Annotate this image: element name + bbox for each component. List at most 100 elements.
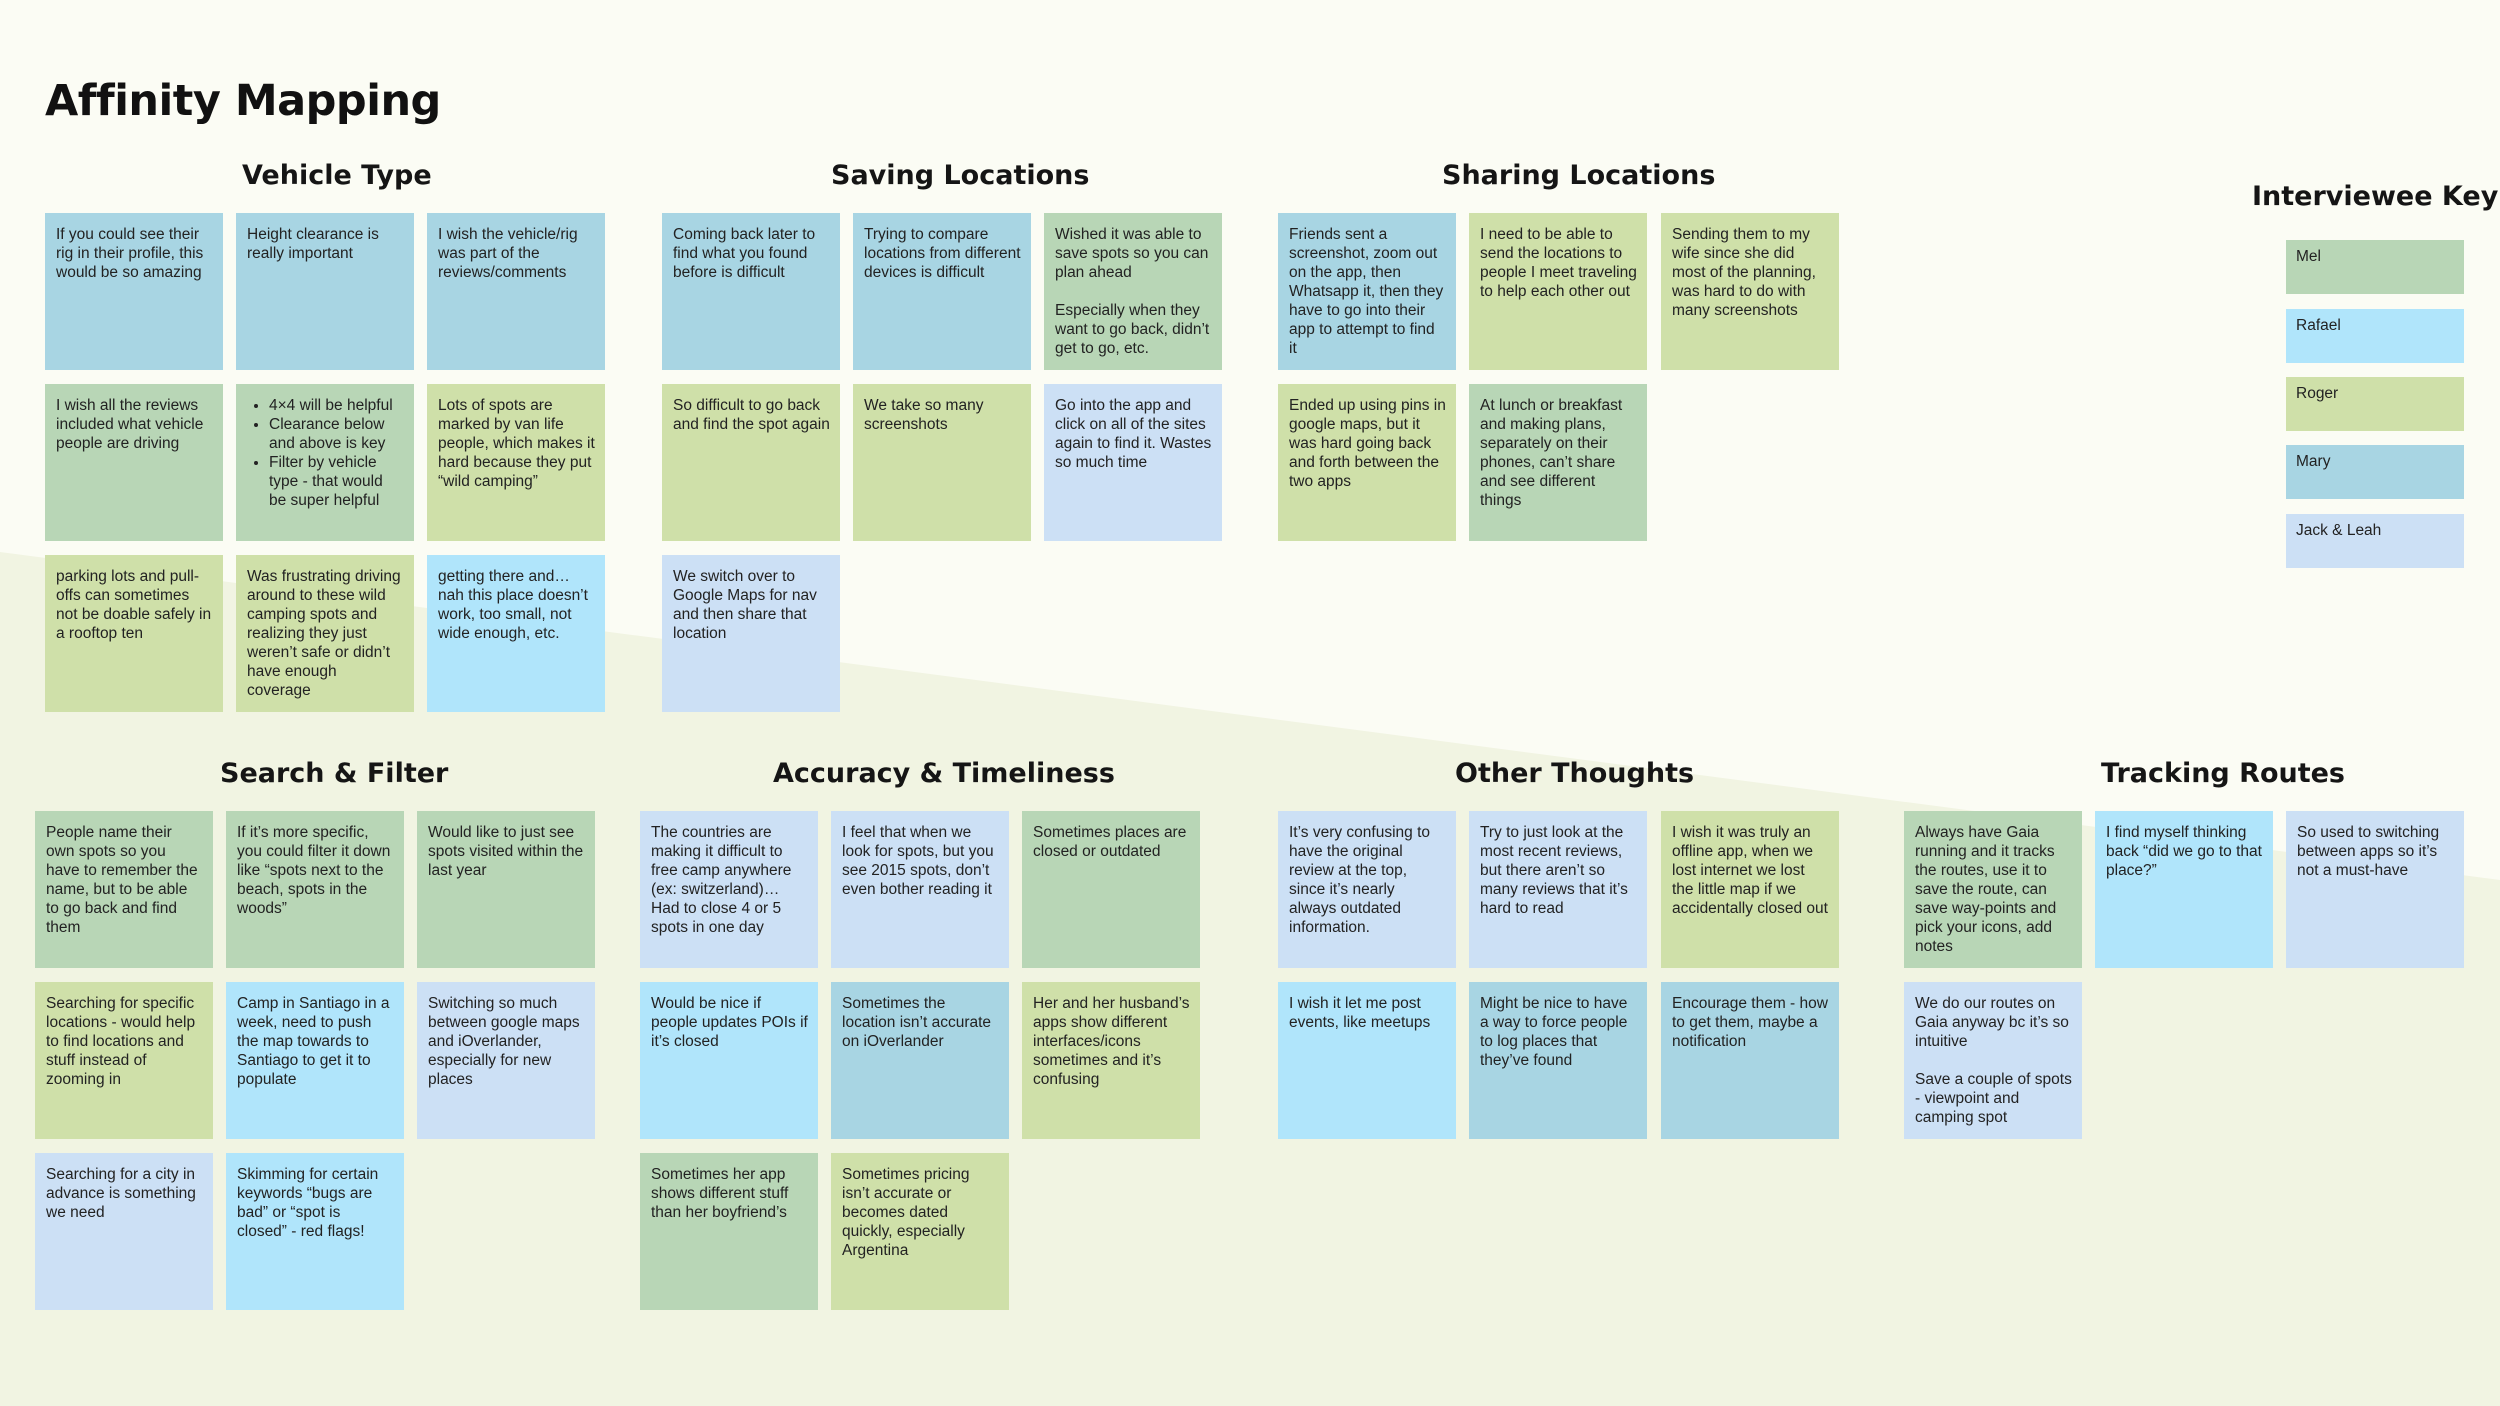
sticky-note[interactable]: So difficult to go back and find the spo… [662,384,840,541]
note-text: Coming back later to find what you found… [673,226,816,281]
sticky-note[interactable]: Would like to just see spots visited wit… [417,811,595,968]
note-text: I wish the vehicle/rig was part of the r… [438,226,578,281]
note-text: Skimming for certain keywords “bugs are … [237,1166,379,1240]
note-text: getting there and… nah this place doesn’… [438,568,588,642]
note-text: I find myself thinking back “did we go t… [2106,824,2262,879]
note-text: We do our routes on Gaia anyway bc it’s … [1915,995,2072,1126]
interviewee-key-heading: Interviewee Key [2252,181,2499,212]
key-swatch-mary: Mary [2286,445,2464,499]
sticky-note[interactable]: Always have Gaia running and it tracks t… [1904,811,2082,968]
note-text: I wish it was truly an offline app, when… [1672,824,1828,917]
note-text: Might be nice to have a way to force peo… [1480,995,1628,1069]
key-label: Roger [2296,385,2339,402]
group-heading-sharing-locations: Sharing Locations [1442,160,1716,191]
sticky-note[interactable]: If it’s more specific, you could filter … [226,811,404,968]
note-text: Sometimes places are closed or outdated [1033,824,1187,860]
note-text: Friends sent a screenshot, zoom out on t… [1289,226,1444,357]
sticky-note[interactable]: At lunch or breakfast and making plans, … [1469,384,1647,541]
note-text: Her and her husband’s apps show differen… [1033,995,1190,1088]
key-label: Jack & Leah [2296,522,2382,539]
page-title: Affinity Mapping [45,76,441,126]
sticky-note[interactable]: I wish the vehicle/rig was part of the r… [427,213,605,370]
sticky-note[interactable]: Sometimes the location isn’t accurate on… [831,982,1009,1139]
note-text: Ended up using pins in google maps, but … [1289,397,1446,490]
sticky-note[interactable]: Trying to compare locations from differe… [853,213,1031,370]
sticky-note[interactable]: Skimming for certain keywords “bugs are … [226,1153,404,1310]
sticky-note[interactable]: I find myself thinking back “did we go t… [2095,811,2273,968]
group-heading-saving-locations: Saving Locations [831,160,1090,191]
sticky-note[interactable]: Her and her husband’s apps show differen… [1022,982,1200,1139]
note-text: Camp in Santiago in a week, need to push… [237,995,390,1088]
group-heading-accuracy-timeliness: Accuracy & Timeliness [773,758,1115,789]
sticky-note[interactable]: Lots of spots are marked by van life peo… [427,384,605,541]
sticky-note[interactable]: People name their own spots so you have … [35,811,213,968]
note-text: Sending them to my wife since she did mo… [1672,226,1816,319]
sticky-note[interactable]: I feel that when we look for spots, but … [831,811,1009,968]
note-text: I wish it let me post events, like meetu… [1289,995,1431,1031]
note-text: At lunch or breakfast and making plans, … [1480,397,1623,509]
sticky-note[interactable]: Encourage them - how to get them, maybe … [1661,982,1839,1139]
note-text: Trying to compare locations from differe… [864,226,1021,281]
note-text: Sometimes the location isn’t accurate on… [842,995,992,1050]
note-text: Try to just look at the most recent revi… [1480,824,1628,917]
sticky-note[interactable]: It’s very confusing to have the original… [1278,811,1456,968]
note-text: It’s very confusing to have the original… [1289,824,1431,936]
sticky-note[interactable]: We take so many screenshots [853,384,1031,541]
sticky-note[interactable]: Ended up using pins in google maps, but … [1278,384,1456,541]
note-text: People name their own spots so you have … [46,824,198,936]
key-swatch-roger: Roger [2286,377,2464,431]
note-text: Would like to just see spots visited wit… [428,824,584,879]
sticky-note[interactable]: Camp in Santiago in a week, need to push… [226,982,404,1139]
sticky-note[interactable]: Was frustrating driving around to these … [236,555,414,712]
note-text: Height clearance is really important [247,226,379,262]
sticky-note[interactable]: Searching for specific locations - would… [35,982,213,1139]
note-text: Wished it was able to save spots so you … [1055,226,1210,357]
sticky-note[interactable]: I wish it let me post events, like meetu… [1278,982,1456,1139]
sticky-note[interactable]: Sometimes her app shows different stuff … [640,1153,818,1310]
sticky-note[interactable]: Try to just look at the most recent revi… [1469,811,1647,968]
note-text: Was frustrating driving around to these … [247,568,401,699]
note-text: If it’s more specific, you could filter … [237,824,391,917]
note-bullet-list: 4×4 will be helpful Clearance below and … [247,396,404,510]
sticky-note[interactable]: Height clearance is really important [236,213,414,370]
note-bullet: Clearance below and above is key [269,415,404,453]
note-text: parking lots and pull-offs can sometimes… [56,568,212,642]
sticky-note[interactable]: 4×4 will be helpful Clearance below and … [236,384,414,541]
sticky-note[interactable]: Might be nice to have a way to force peo… [1469,982,1647,1139]
sticky-note[interactable]: Coming back later to find what you found… [662,213,840,370]
sticky-note[interactable]: Sometimes pricing isn’t accurate or beco… [831,1153,1009,1310]
sticky-note[interactable]: I wish it was truly an offline app, when… [1661,811,1839,968]
sticky-note[interactable]: Switching so much between google maps an… [417,982,595,1139]
note-bullet: 4×4 will be helpful [269,396,404,415]
sticky-note[interactable]: The countries are making it difficult to… [640,811,818,968]
sticky-note[interactable]: getting there and… nah this place doesn’… [427,555,605,712]
note-text: Searching for a city in advance is somet… [46,1166,196,1221]
sticky-note[interactable]: Sending them to my wife since she did mo… [1661,213,1839,370]
note-text: I feel that when we look for spots, but … [842,824,994,898]
note-text: We switch over to Google Maps for nav an… [673,568,817,642]
sticky-note[interactable]: Would be nice if people updates POIs if … [640,982,818,1139]
sticky-note[interactable]: parking lots and pull-offs can sometimes… [45,555,223,712]
note-text: I wish all the reviews included what veh… [56,397,204,452]
note-text: Always have Gaia running and it tracks t… [1915,824,2057,955]
group-heading-other-thoughts: Other Thoughts [1455,758,1695,789]
key-swatch-jack-leah: Jack & Leah [2286,514,2464,568]
sticky-note[interactable]: So used to switching between apps so it’… [2286,811,2464,968]
sticky-note[interactable]: We do our routes on Gaia anyway bc it’s … [1904,982,2082,1139]
note-text: Go into the app and click on all of the … [1055,397,1212,471]
sticky-note[interactable]: If you could see their rig in their prof… [45,213,223,370]
sticky-note[interactable]: We switch over to Google Maps for nav an… [662,555,840,712]
sticky-note[interactable]: Friends sent a screenshot, zoom out on t… [1278,213,1456,370]
sticky-note[interactable]: Wished it was able to save spots so you … [1044,213,1222,370]
sticky-note[interactable]: Go into the app and click on all of the … [1044,384,1222,541]
sticky-note[interactable]: I wish all the reviews included what veh… [45,384,223,541]
sticky-note[interactable]: Sometimes places are closed or outdated [1022,811,1200,968]
note-text: So difficult to go back and find the spo… [673,397,830,433]
note-text: Sometimes pricing isn’t accurate or beco… [842,1166,970,1259]
sticky-note[interactable]: I need to be able to send the locations … [1469,213,1647,370]
sticky-note[interactable]: Searching for a city in advance is somet… [35,1153,213,1310]
note-text: Searching for specific locations - would… [46,995,196,1088]
group-heading-tracking-routes: Tracking Routes [2101,758,2346,789]
key-label: Mary [2296,453,2331,470]
